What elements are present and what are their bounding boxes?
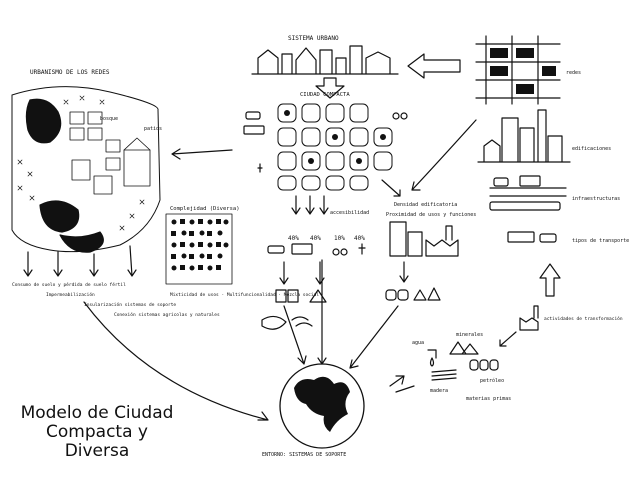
arrow-density-to-earth: [349, 305, 399, 369]
urban-system-skyline: [251, 45, 399, 75]
agua-label: agua: [412, 340, 424, 346]
urban-system: SISTEMA URBANO: [251, 35, 399, 99]
car-icon: [539, 233, 557, 243]
entorno-label: ENTORNO: SISTEMAS DE SOPORTE: [262, 452, 346, 458]
urbanism-effect-arrows: [23, 245, 137, 277]
urbanism-panel: URBANISMO DE LOS REDES patios bosque Con…: [11, 69, 220, 318]
pct-4: 40%: [354, 235, 365, 242]
model-caption: Modelo de Ciudad Compacta y Diversa: [8, 404, 186, 461]
arrow-from-networks: [407, 53, 461, 79]
urbanism-title: URBANISMO DE LOS REDES: [30, 69, 110, 76]
caption-line-1: Modelo de Ciudad: [20, 403, 174, 423]
mixticidad-label: Mixticidad de usos · Multifuncionalidad …: [170, 292, 319, 298]
effect-conexion: Conexión sistemas agrícolas y naturales: [114, 311, 220, 318]
pct-3: 10%: [334, 235, 345, 242]
compact-city-title: CIUDAD COMPACTA: [300, 92, 350, 98]
caption-line-2: Compacta y: [46, 422, 148, 442]
pct-2: 40%: [310, 235, 321, 242]
density-label: Densidad edificatoria: [394, 202, 457, 208]
barrel-icon: [385, 289, 397, 301]
madera-label: madera: [430, 388, 448, 394]
bus-icon: [291, 243, 313, 255]
complexity-title: Complejidad (Diversa): [170, 206, 240, 212]
water-tank-icon: [275, 289, 287, 303]
forest-patch: [25, 98, 62, 144]
arrow-to-density: [381, 179, 401, 197]
bus-icon: [243, 125, 265, 135]
minerales-label: minerales: [456, 332, 483, 338]
continent-shape: [294, 376, 350, 432]
urbanism-territory: [11, 86, 161, 253]
bicycle-icon: [332, 248, 340, 256]
complexity-symbols: [171, 219, 229, 271]
accessibility-arrows: [291, 195, 329, 215]
network-grid: [475, 35, 561, 105]
bicycle-icon: [392, 112, 400, 120]
accesibilidad-label: accesibilidad: [330, 210, 369, 216]
factory-icon: [425, 225, 459, 257]
pct-1: 40%: [288, 235, 299, 242]
car-icon: [245, 111, 261, 120]
complexity-panel: Complejidad (Diversa) Mixticidad de usos…: [165, 206, 319, 298]
mineral-pile-icon: [449, 341, 479, 355]
arrow-to-urbanism: [171, 148, 233, 160]
arrow-city-to-earth: [283, 305, 307, 365]
infraestructuras-label: infraestructuras: [572, 196, 620, 202]
effect-impermeabilizacion: Impermeabilización: [46, 291, 95, 298]
urban-blocks: [69, 111, 151, 195]
resources-panel: actividades de transformación agua miner…: [389, 305, 623, 402]
car-icon: [267, 245, 285, 254]
emission-icon: [261, 315, 287, 330]
proximity-label: Proximidad de usos y funciones: [386, 212, 476, 218]
compact-city: CIUDAD COMPACTA accesibilidad 40% 40% 10…: [243, 92, 408, 330]
petroleo-label: petróleo: [480, 377, 504, 384]
actividades-label: actividades de transformación: [544, 315, 623, 322]
compact-city-grid: [277, 103, 393, 191]
redes-label: redes: [566, 70, 581, 76]
arrow-to-resources: [499, 331, 517, 347]
edificaciones-label: edificaciones: [572, 146, 611, 152]
arrow-to-earth: [389, 375, 415, 393]
effect-insularizacion: Insularización sistemas de soporte: [84, 301, 176, 308]
arrow-to-density-from-networks: [411, 119, 477, 191]
materias-primas-label: materias primas: [466, 396, 511, 402]
buildings-icon: [477, 109, 571, 163]
networks-column: redes edificaciones infraestructuras tip…: [475, 35, 629, 297]
density-consumption-arrow: [399, 261, 409, 283]
arrow-to-compact-city: [315, 77, 345, 99]
factory-icon: [519, 305, 539, 331]
water-tap-icon: [427, 349, 437, 367]
urban-system-title: SISTEMA URBANO: [288, 35, 339, 42]
pedestrian-icon: [257, 163, 263, 173]
consumption-arrows: [279, 261, 325, 285]
pedestrian-icon: [358, 243, 366, 255]
bus-icon: [507, 231, 535, 243]
building-icon: [389, 221, 407, 257]
network-blocks: [490, 48, 556, 94]
river-patch: [59, 231, 104, 253]
compact-city-fill-marks: [284, 110, 386, 164]
wind-icon: [291, 316, 313, 327]
barrel-icon: [469, 359, 479, 371]
vegetation-texture: [17, 95, 145, 231]
earth-globe: ENTORNO: SISTEMAS DE SOPORTE: [262, 363, 365, 458]
arrow-urbanism-to-earth: [83, 301, 269, 421]
train-icon: [489, 201, 561, 211]
mineral-pile-icon: [413, 287, 441, 301]
forest-patch: [39, 200, 80, 233]
infrastructure-road: [489, 187, 567, 197]
density-panel: Densidad edificatoria Proximidad de usos…: [381, 179, 476, 301]
timber-icon: [431, 369, 457, 381]
transport-types-label: tipos de transporte: [572, 238, 629, 244]
caption-line-3: Diversa: [64, 441, 130, 461]
bosque-label: bosque: [100, 116, 118, 122]
complexity-box: [165, 213, 233, 285]
arrow-city-to-earth-2: [317, 259, 327, 365]
effect-consumo-suelo: Consumo de suelo y pérdida de suelo fért…: [12, 281, 126, 288]
patios-label: patios: [144, 126, 162, 132]
arrow-up-hollow: [539, 263, 561, 297]
